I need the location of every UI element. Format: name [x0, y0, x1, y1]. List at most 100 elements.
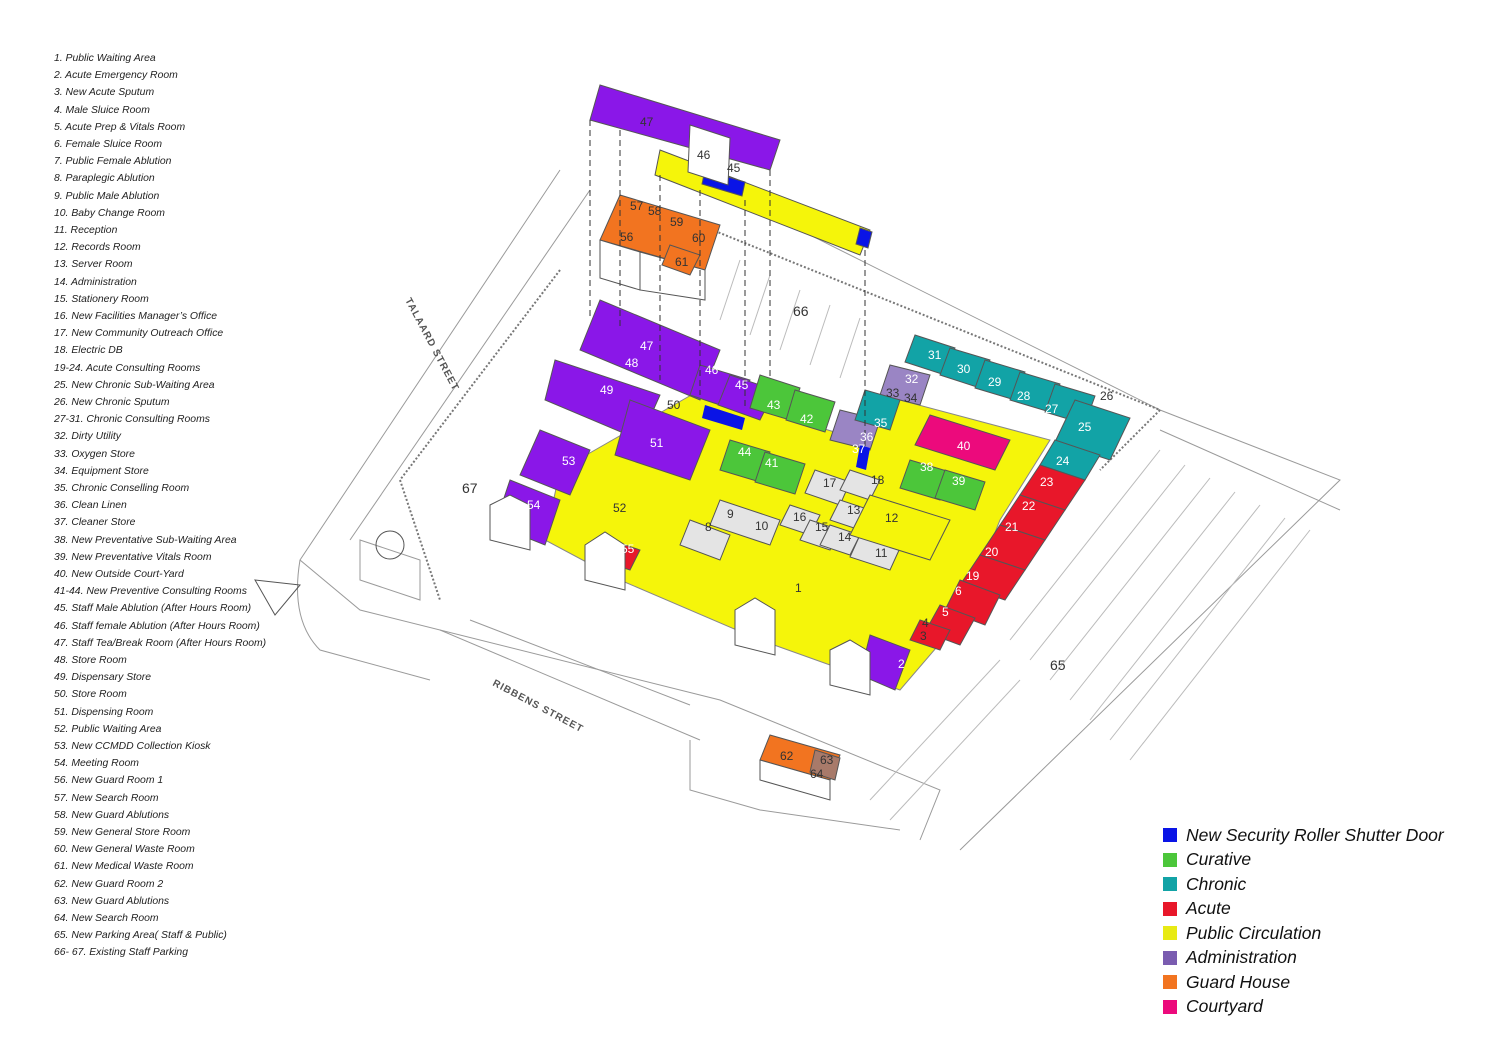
- room-label: 54: [527, 498, 541, 512]
- room-list-item: 32. Dirty Utility: [54, 431, 121, 443]
- room-list-item: 39. New Preventative Vitals Room: [54, 551, 212, 563]
- entrance-gables: [489, 494, 871, 696]
- parking-bays-65: [869, 449, 1311, 821]
- room-label: 34: [904, 391, 918, 405]
- room-list-item: 27-31. Chronic Consulting Rooms: [54, 414, 210, 426]
- legend-swatch: [1163, 975, 1177, 989]
- room-list-item: 56. New Guard Room 1: [54, 775, 164, 787]
- north-arrow: [254, 530, 405, 616]
- legend-swatch: [1163, 901, 1177, 916]
- room-label: 37: [852, 442, 866, 456]
- room-list-item: 59. New General Store Room: [54, 827, 191, 838]
- room-list-item: 37. Cleaner Store: [54, 517, 136, 529]
- legend-swatch: [1163, 877, 1177, 891]
- room-list-item: 2. Acute Emergency Room: [54, 70, 178, 82]
- room-list-item: 14. Administration: [54, 276, 137, 288]
- room-label: 65: [1050, 657, 1066, 673]
- room-label: 59: [670, 215, 684, 229]
- room-label: 41: [765, 456, 779, 470]
- room-label: 35: [874, 416, 888, 430]
- room-label: 52: [613, 501, 627, 515]
- room-list-item: 58. New Guard Ablutions: [54, 809, 170, 821]
- room-label: 17: [823, 476, 837, 490]
- room-label: 30: [957, 362, 971, 376]
- room-label: 12: [885, 511, 899, 525]
- room-list-item: 66- 67. Existing Staff Parking: [54, 947, 188, 959]
- room-label: 63: [820, 753, 834, 767]
- room-list-item: 34. Equipment Store: [54, 465, 149, 477]
- room-list-item: 50. Store Room: [54, 689, 127, 701]
- room-list-item: 63. New Guard Ablutions: [54, 895, 170, 907]
- room-list-item: 6. Female Sluice Room: [54, 139, 162, 150]
- room-list-item: 33. Oxygen Store: [54, 448, 135, 460]
- exploded-upper-block: [589, 84, 873, 256]
- chronic-block: [854, 334, 1131, 481]
- room-list-item: 38. New Preventative Sub-Waiting Area: [54, 534, 237, 546]
- room-numbers: 1 2 3 4 5 6 8 9 10 11 12 13 14 15 16 17 …: [462, 115, 1114, 781]
- legend-item: Administration: [1163, 946, 1297, 970]
- legend-swatch: [1163, 950, 1177, 965]
- room-label: 39: [952, 474, 966, 488]
- legend-label: Curative: [1186, 849, 1252, 869]
- room-list-item: 47. Staff Tea/Break Room (After Hours Ro…: [54, 637, 267, 649]
- room-label: 64: [810, 767, 824, 781]
- room-list-item: 11. Reception: [54, 225, 118, 236]
- room-list-item: 12. Records Room: [54, 242, 141, 254]
- room-label: 46: [697, 148, 711, 162]
- guard-house-2: [759, 734, 841, 801]
- room-label: 56: [620, 230, 634, 244]
- room-list-item: 18. Electric DB: [54, 345, 123, 357]
- room-label: 43: [767, 398, 781, 412]
- room-label: 62: [780, 749, 794, 763]
- projection-lines: [589, 120, 866, 460]
- room-list-item: 49. Dispensary Store: [54, 672, 152, 684]
- room-label: 2: [898, 657, 905, 671]
- room-label: 45: [735, 378, 749, 392]
- room-label: 53: [562, 454, 576, 468]
- room-list-item: 48. Store Room: [54, 655, 127, 666]
- room-label: 51: [650, 436, 664, 450]
- room-list-item: 45. Staff Male Ablution (After Hours Roo…: [54, 603, 252, 615]
- room-list-item: 61. New Medical Waste Room: [54, 861, 194, 873]
- room-list-item: 60. New General Waste Room: [54, 844, 195, 856]
- room-list-item: 9. Public Male Ablution: [54, 190, 160, 202]
- room-label: 38: [920, 460, 934, 474]
- legend-item: Chronic: [1163, 872, 1246, 896]
- room-list-item: 13. Server Room: [54, 259, 133, 271]
- legend-label: New Security Roller Shutter Door: [1186, 824, 1444, 845]
- room-label: 15: [815, 520, 829, 534]
- room-label: 33: [886, 386, 900, 400]
- room-list-item: 19-24. Acute Consulting Rooms: [54, 362, 201, 374]
- courtyard: [914, 414, 1011, 471]
- room-label: 1: [795, 581, 802, 595]
- legend-item: Curative: [1163, 848, 1251, 872]
- room-label: 55: [621, 542, 635, 556]
- room-label: 32: [905, 372, 919, 386]
- legend-label: Guard House: [1186, 971, 1291, 992]
- room-label: 42: [800, 412, 814, 426]
- room-list-item: 4. Male Sluice Room: [54, 104, 150, 116]
- shutter-doors: [702, 405, 870, 470]
- room-label: 6: [955, 584, 962, 598]
- room-label: 14: [838, 530, 852, 544]
- room-list-item: 54. Meeting Room: [54, 758, 139, 770]
- legend-swatch: [1163, 926, 1177, 940]
- room-list-item: 35. Chronic Conselling Room: [54, 483, 190, 494]
- room-label: 49: [600, 383, 614, 397]
- room-label: 50: [667, 398, 681, 412]
- room-label: 66: [793, 303, 809, 319]
- room-label: 26: [1100, 389, 1114, 403]
- room-label: 8: [705, 520, 712, 534]
- room-list-item: 8. Paraplegic Ablution: [54, 173, 155, 185]
- room-label: 28: [1017, 389, 1031, 403]
- legend-item: Public Circulation: [1163, 921, 1321, 945]
- room-list-item: 15. Stationery Room: [54, 293, 149, 305]
- room-list-item: 41-44. New Preventive Consulting Rooms: [54, 586, 247, 598]
- room-list-item: 53. New CCMDD Collection Kiosk: [54, 741, 211, 752]
- room-list-item: 3. New Acute Sputum: [54, 87, 155, 99]
- room-label: 16: [793, 510, 807, 524]
- room-label: 31: [928, 348, 942, 362]
- legend-item: Courtyard: [1163, 995, 1263, 1019]
- room-label: 48: [625, 356, 639, 370]
- room-label: 47: [640, 339, 654, 353]
